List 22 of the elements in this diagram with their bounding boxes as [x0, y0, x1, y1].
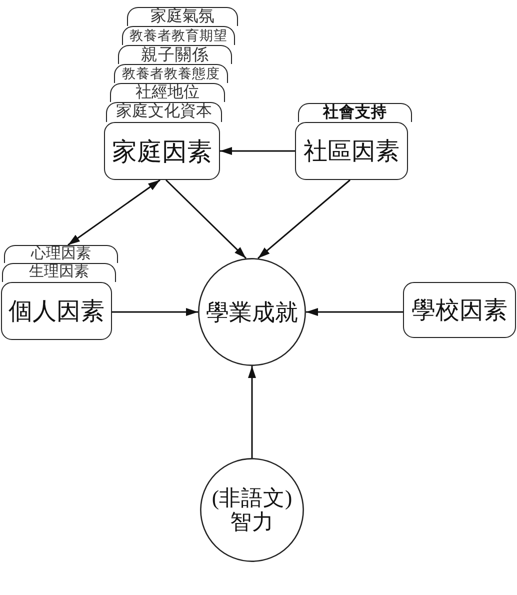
arrow — [68, 179, 160, 246]
circle-node: (非語文)智力 — [200, 458, 304, 562]
stacked-card: 家庭文化資本 — [106, 102, 222, 122]
stacked-card: 親子關係 — [118, 45, 232, 64]
rounded-box: 社區因素 — [295, 122, 408, 180]
arrow — [306, 308, 403, 316]
stacked-card: 社經地位 — [110, 83, 225, 102]
stacked-card: 生理因素 — [2, 263, 116, 282]
circle-node: 學業成就 — [198, 258, 306, 366]
rounded-box: 家庭因素 — [104, 122, 220, 180]
arrow — [258, 179, 350, 259]
stacked-card: 家庭氣氛 — [127, 7, 238, 26]
arrow — [112, 308, 198, 316]
stacked-card: 社會支持 — [298, 103, 412, 122]
stacked-card: 心理因素 — [4, 245, 118, 263]
rounded-box: 學校因素 — [403, 282, 516, 338]
stacked-card: 教養者教育期望 — [122, 26, 235, 45]
rounded-box: 個人因素 — [1, 282, 112, 340]
stacked-card: 教養者教養態度 — [114, 64, 228, 83]
arrow — [248, 366, 256, 458]
arrow — [220, 147, 295, 155]
arrow — [165, 179, 247, 259]
